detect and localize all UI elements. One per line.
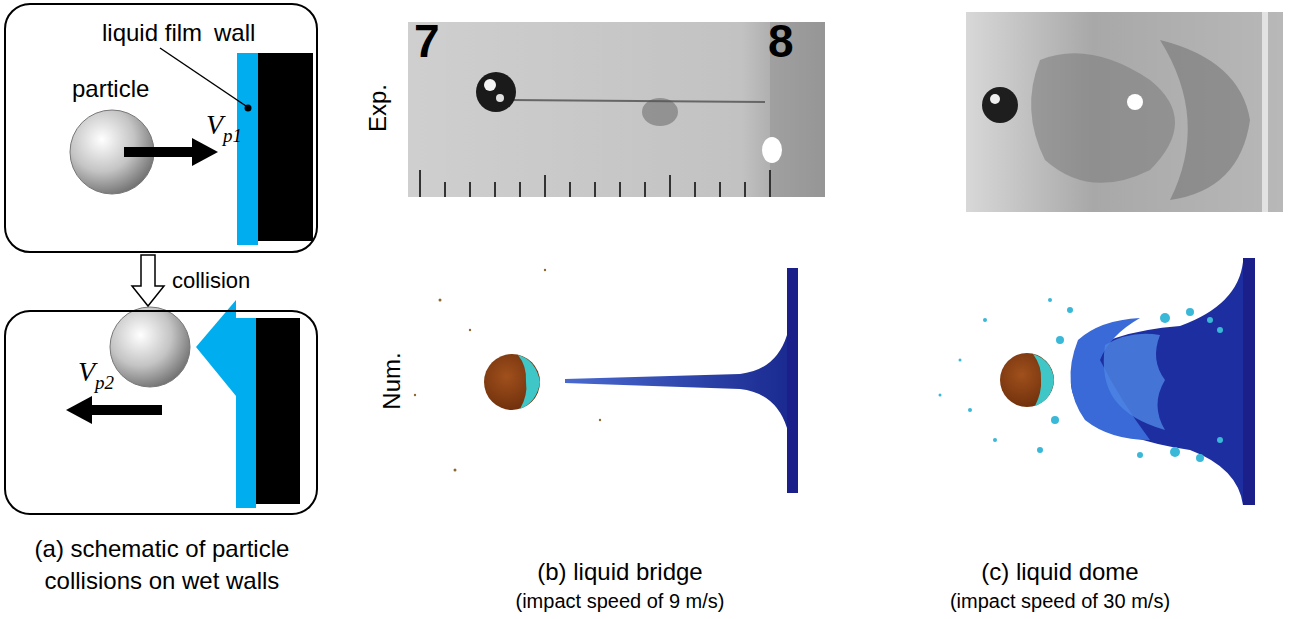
schematic-box: particle liquid film wallVp1 xyxy=(4,3,318,253)
panel-caption: (impact speed of 30 m/s) xyxy=(880,590,1240,613)
part-label: particle xyxy=(72,75,149,103)
panel-caption: (a) schematic of particle collisions on … xyxy=(7,533,317,597)
velocity-symbol: Vp1 xyxy=(206,109,242,147)
hollow-arrow xyxy=(132,255,164,306)
row-label: Exp. xyxy=(364,84,392,132)
velocity-subscript: p2 xyxy=(95,372,114,393)
schematic-box: Vp2 xyxy=(4,310,318,515)
panel-caption: (impact speed of 9 m/s) xyxy=(440,590,800,613)
edge-label: collision xyxy=(172,268,250,294)
panel-caption: (c) liquid dome xyxy=(880,558,1240,586)
ruler-digit: 7 xyxy=(414,14,440,68)
part-label: liquid film xyxy=(102,19,202,47)
ruler-digit: 8 xyxy=(768,14,794,68)
row-label: Num. xyxy=(378,352,406,409)
panel-caption: (b) liquid bridge xyxy=(440,558,800,586)
part-label: wall xyxy=(214,19,255,47)
velocity-symbol: Vp2 xyxy=(78,356,114,394)
velocity-subscript: p1 xyxy=(223,125,242,146)
